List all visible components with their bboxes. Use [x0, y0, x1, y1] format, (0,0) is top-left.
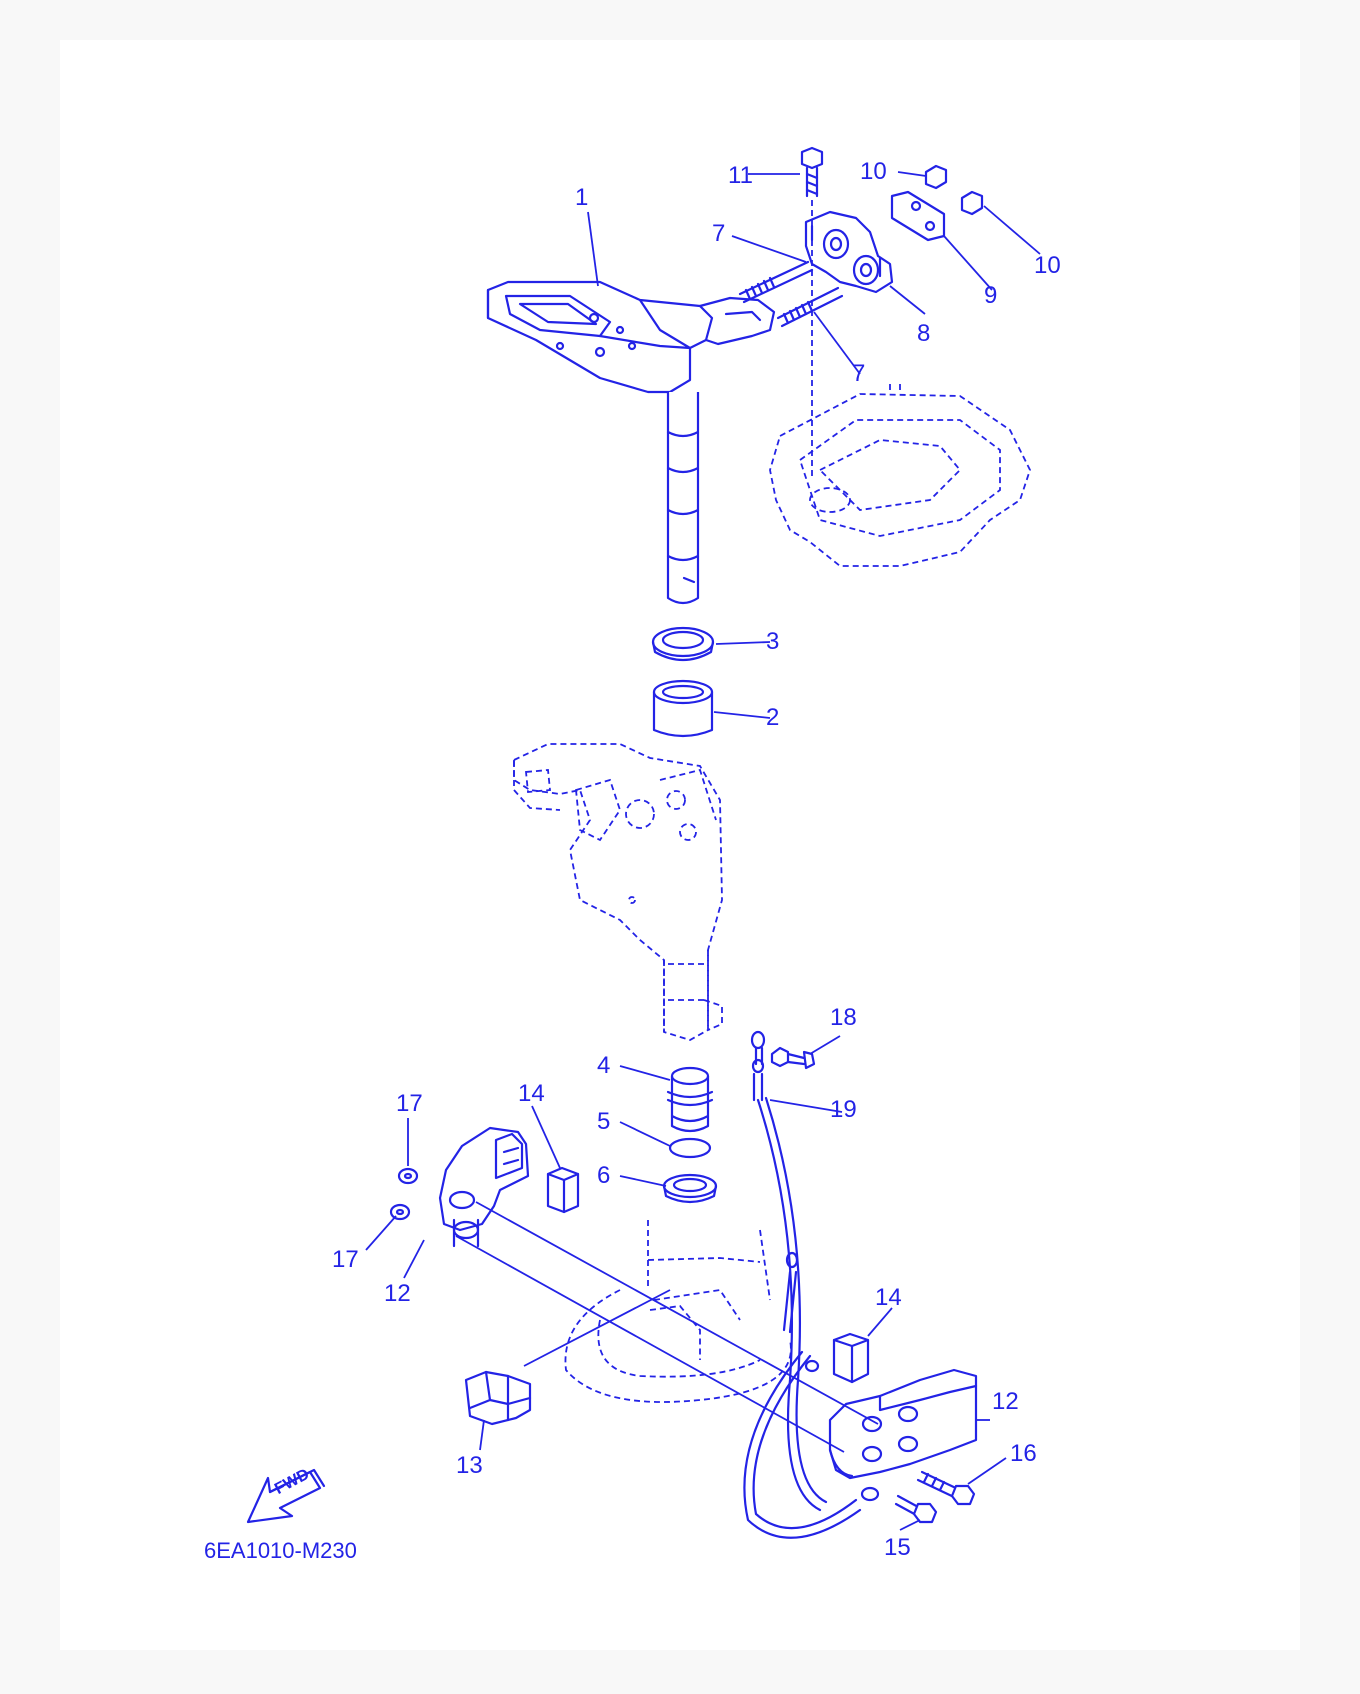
label-leader-lines — [365, 171, 1041, 1531]
upper-casing-reference — [769, 384, 1031, 567]
label-part-10-right: 10 — [1034, 252, 1061, 279]
bushing-part-4 — [666, 1066, 714, 1133]
lower-mount-part-12-left — [438, 1126, 530, 1248]
rubber-block-part-14-right — [832, 1332, 870, 1384]
washer-part-17-lower — [389, 1203, 411, 1221]
bolt-part-16 — [916, 1470, 976, 1506]
mount-rod-lower — [455, 1235, 845, 1453]
lower-mount-part-12-right — [828, 1368, 978, 1480]
mount-plate-part-9 — [890, 190, 946, 242]
label-part-17-upper: 17 — [396, 1090, 423, 1117]
label-part-8: 8 — [917, 320, 931, 347]
label-part-2: 2 — [766, 704, 780, 731]
bolt-part-11 — [800, 146, 824, 198]
bushing-part-2 — [652, 679, 714, 738]
label-part-14-right: 14 — [875, 1284, 902, 1311]
swivel-bracket-reference — [513, 743, 723, 1041]
label-part-14-left: 14 — [518, 1080, 545, 1107]
label-part-18: 18 — [830, 1004, 857, 1031]
label-part-12-left: 12 — [384, 1280, 411, 1307]
label-part-1: 1 — [575, 184, 589, 211]
mount-rod-upper — [475, 1201, 879, 1425]
label-part-6: 6 — [597, 1162, 611, 1189]
label-part-11: 11 — [728, 162, 753, 189]
washer-part-17-upper — [397, 1167, 419, 1185]
label-part-4: 4 — [597, 1052, 611, 1079]
rubber-block-part-14-left — [546, 1166, 580, 1214]
small-washer-part-near-19 — [804, 1359, 820, 1373]
label-part-10-upper: 10 — [860, 158, 887, 185]
o-ring-part-5 — [668, 1137, 712, 1159]
nut-part-10-upper — [924, 164, 948, 190]
stud-part-7-upper — [738, 260, 814, 304]
ground-lead-part-19 — [743, 1030, 880, 1539]
label-part-15: 15 — [884, 1534, 911, 1561]
bolt-part-18 — [770, 1046, 816, 1070]
drawing-code: 6EA1010-M230 — [204, 1538, 357, 1563]
label-part-13: 13 — [456, 1452, 483, 1479]
mount-rubber-part-8 — [804, 210, 894, 294]
label-part-17-lower: 17 — [332, 1246, 359, 1273]
label-part-19: 19 — [830, 1096, 857, 1123]
bushing-part-3 — [651, 626, 715, 662]
label-part-9: 9 — [984, 282, 998, 309]
label-part-5: 5 — [597, 1108, 611, 1135]
label-part-16: 16 — [1010, 1440, 1037, 1467]
damper-leader — [523, 1289, 671, 1367]
seal-part-6 — [662, 1173, 718, 1204]
nut-part-10-right — [960, 190, 984, 216]
label-part-3: 3 — [766, 628, 780, 655]
fwd-arrow-icon — [246, 1468, 326, 1524]
label-part-7-upper: 7 — [712, 220, 726, 247]
stud-part-7-lower — [776, 286, 844, 328]
label-part-7-lower: 7 — [852, 360, 866, 387]
damper-part-13 — [464, 1370, 532, 1426]
label-part-12-right: 12 — [992, 1388, 1019, 1415]
lower-casing-reference — [564, 1220, 792, 1403]
bolt-part-15 — [894, 1494, 938, 1524]
steering-bracket-part-1 — [486, 280, 776, 605]
